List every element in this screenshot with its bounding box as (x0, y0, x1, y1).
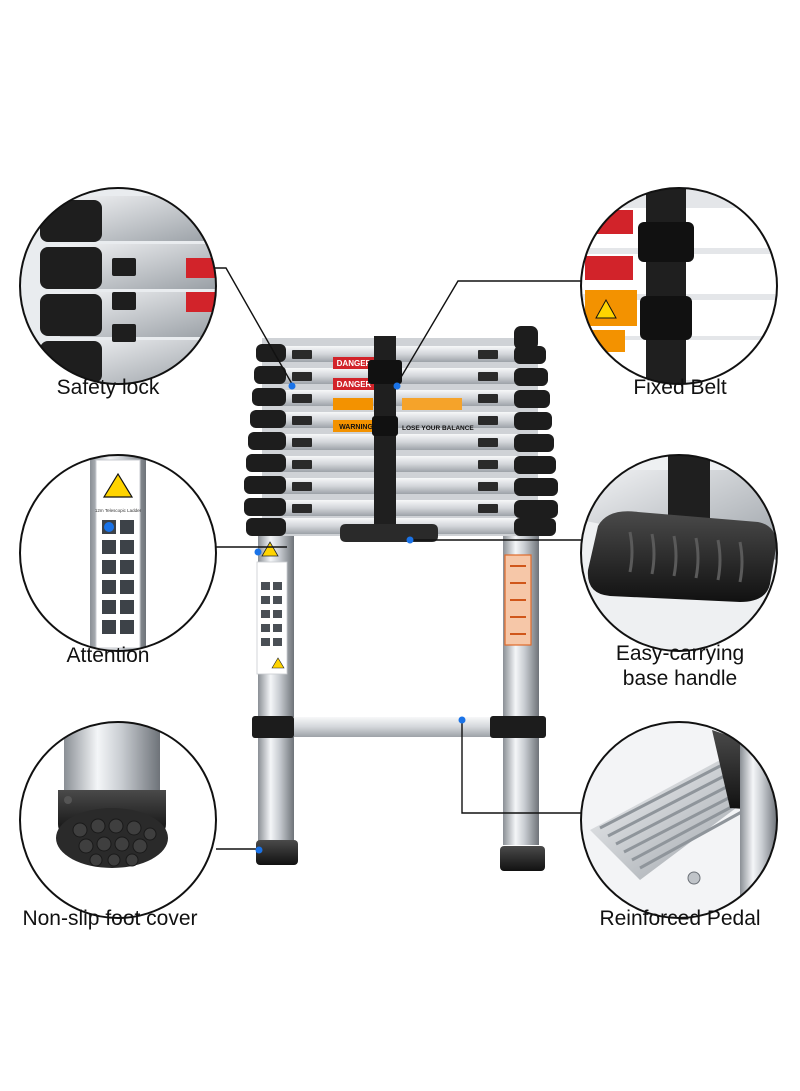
foot-cover-callout (19, 721, 217, 919)
fixed-belt-callout (580, 187, 778, 385)
fixed-belt (368, 336, 402, 536)
balance-text: LOSE YOUR BALANCE (402, 425, 474, 432)
caution-icon (261, 541, 279, 557)
safety-lock-callout (19, 187, 217, 385)
right-foot-cover (500, 846, 545, 871)
carry-handle-label-line-1: Easy-carrying (615, 642, 745, 665)
carry-handle-callout (580, 454, 778, 652)
foot-cover-label-line: Non-slip foot cover (22, 907, 198, 930)
pedal-label: Reinforced Pedal (570, 906, 790, 931)
pedal-label-line: Reinforced Pedal (599, 907, 761, 930)
danger-text-1: DANGER (337, 359, 372, 368)
carry-handle-label: Easy-carrying base handle (580, 641, 780, 691)
right-lock-stack (514, 326, 558, 536)
foot-cover-label: Non-slip foot cover (4, 906, 216, 931)
warning-text: WARNING (339, 424, 373, 431)
collapsed-rungs (262, 338, 538, 536)
attention-warning-icon (102, 472, 134, 498)
danger-label-1: DANGER (333, 357, 375, 369)
danger-label-2: DANGER (333, 378, 375, 390)
danger-text-2: DANGER (337, 380, 372, 389)
attention-callout: 12m Telescopic Ladder (19, 454, 217, 652)
attention-label-line: Attention (66, 644, 150, 667)
ladder: DANGER DANGER WARNING LOSE YOUR BALANCE (244, 326, 558, 871)
instruction-sticker (504, 554, 532, 646)
left-foot-cover (256, 840, 298, 865)
warning-label: WARNING LOSE YOUR BALANCE (333, 420, 474, 432)
left-lock-stack (244, 344, 286, 536)
safety-lock-label: Safety lock (28, 375, 188, 400)
carry-handle-label-line-2: base handle (622, 667, 738, 690)
safety-lock-label-line: Safety lock (56, 376, 160, 399)
connector-dots (254, 382, 466, 854)
fixed-belt-label-line: Fixed Belt (633, 376, 727, 399)
attention-label: Attention (28, 643, 188, 668)
fixed-belt-label: Fixed Belt (600, 375, 760, 400)
base-handle (340, 524, 438, 542)
pedal-rung (292, 717, 504, 737)
ladder-name-text: 12m Telescopic Ladder (95, 508, 142, 513)
pedal-callout (580, 721, 778, 919)
